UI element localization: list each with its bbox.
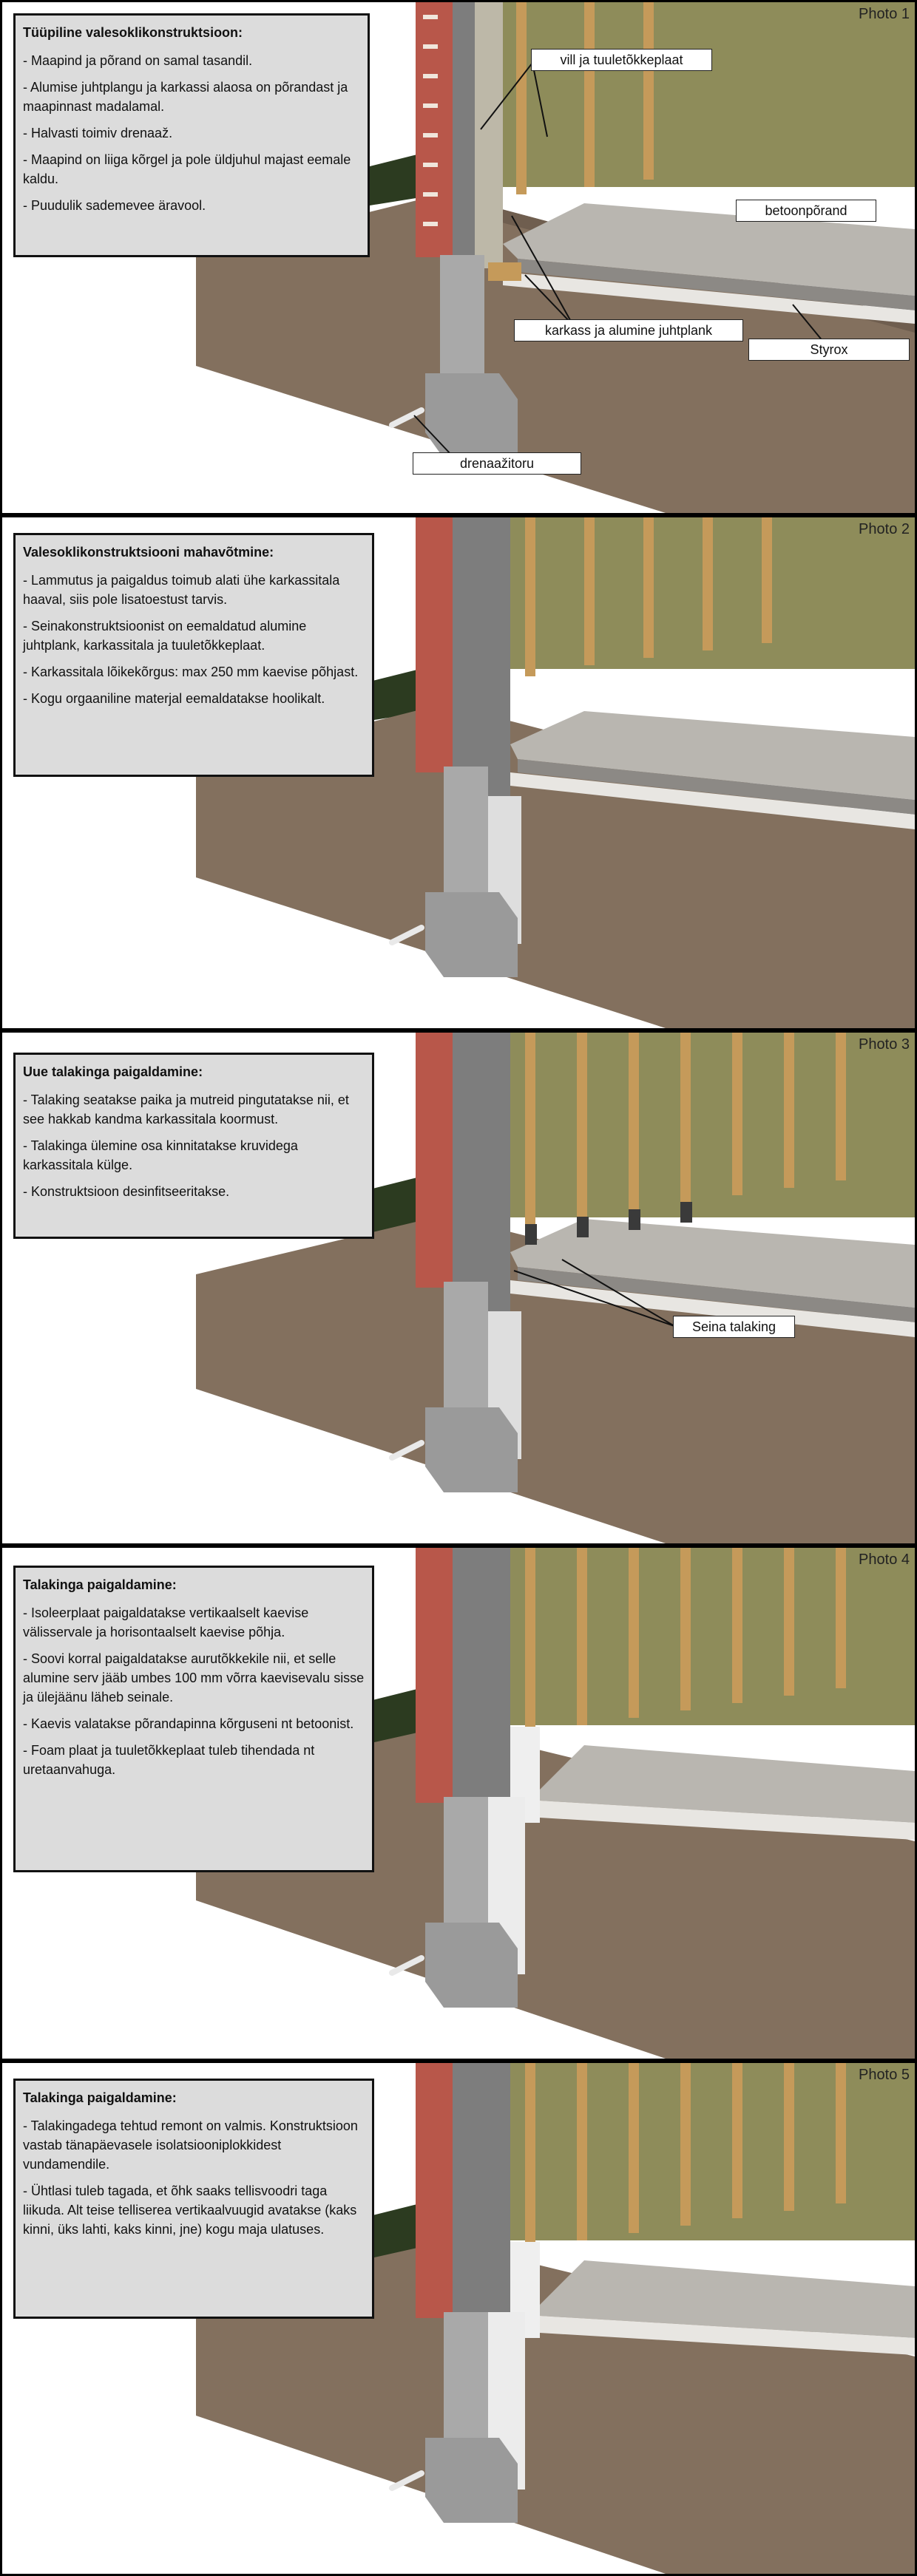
info-item: - Maapind ja põrand on samal tasandil. bbox=[23, 53, 253, 68]
callout-styrox: Styrox bbox=[748, 339, 910, 361]
info-item: - Kaevis valatakse põrandapinna kõrgusen… bbox=[23, 1716, 354, 1731]
info-item: - Isoleerplaat paigaldatakse vertikaalse… bbox=[23, 1605, 309, 1639]
info-box: Valesoklikonstruktsiooni mahavõtmine: - … bbox=[13, 533, 374, 777]
info-item: - Konstruktsioon desinfitseeritakse. bbox=[23, 1184, 230, 1199]
callout-vill: vill ja tuuletõkkeplaat bbox=[531, 49, 712, 71]
callout-betoonporand: betoonpõrand bbox=[736, 200, 876, 222]
info-item: - Lammutus ja paigaldus toimub alati ühe… bbox=[23, 573, 340, 607]
callout-karkass: karkass ja alumine juhtplank bbox=[514, 319, 743, 341]
info-item: - Talakingadega tehtud remont on valmis.… bbox=[23, 2118, 358, 2172]
info-item: - Halvasti toimiv drenaaž. bbox=[23, 126, 173, 140]
info-item: - Foam plaat ja tuuletõkkeplaat tuleb ti… bbox=[23, 1743, 315, 1777]
panel-3: Photo 3 Uue talakinga paigaldamine: - Ta… bbox=[0, 1030, 917, 1546]
scene-illustration bbox=[2, 1033, 915, 1543]
info-item: - Talaking seatakse paika ja mutreid pin… bbox=[23, 1092, 349, 1126]
panel-2: Photo 2 Valesoklikonstruktsiooni mahavõt… bbox=[0, 515, 917, 1030]
info-item: - Alumise juhtplangu ja karkassi alaosa … bbox=[23, 80, 348, 114]
info-item: - Karkassitala lõikekõrgus: max 250 mm k… bbox=[23, 665, 359, 679]
info-title: Tüüpiline valesoklikonstruktsioon: bbox=[23, 25, 243, 40]
info-title: Talakinga paigaldamine: bbox=[23, 1577, 177, 1592]
photo-label: Photo 5 bbox=[859, 2067, 910, 2083]
photo-label: Photo 1 bbox=[859, 6, 910, 22]
callout-drenaazitoru: drenaažitoru bbox=[413, 452, 581, 475]
info-box: Talakinga paigaldamine: - Talakingadega … bbox=[13, 2079, 374, 2319]
info-item: - Talakinga ülemine osa kinnitatakse kru… bbox=[23, 1138, 298, 1172]
info-item: - Seinakonstruktsioonist on eemaldatud a… bbox=[23, 619, 307, 653]
photo-label: Photo 2 bbox=[859, 521, 910, 537]
info-item: - Ühtlasi tuleb tagada, et õhk saaks tel… bbox=[23, 2184, 357, 2237]
info-title: Valesoklikonstruktsiooni mahavõtmine: bbox=[23, 545, 274, 560]
panel-1: Photo 1 Tüüpiline valesoklikonstruktsioo… bbox=[0, 0, 917, 515]
panel-5: Photo 5 Talakinga paigaldamine: - Talaki… bbox=[0, 2061, 917, 2576]
info-box: Tüüpiline valesoklikonstruktsioon: - Maa… bbox=[13, 13, 370, 257]
panel-4: Photo 4 Talakinga paigaldamine: - Isolee… bbox=[0, 1546, 917, 2061]
info-title: Uue talakinga paigaldamine: bbox=[23, 1064, 203, 1079]
info-item: - Maapind on liiga kõrgel ja pole üldjuh… bbox=[23, 152, 351, 186]
scene-illustration bbox=[2, 2, 915, 513]
info-item: - Kogu orgaaniline materjal eemaldatakse… bbox=[23, 691, 325, 706]
photo-label: Photo 4 bbox=[859, 1552, 910, 1568]
info-title: Talakinga paigaldamine: bbox=[23, 2090, 177, 2105]
scene-illustration bbox=[2, 1548, 915, 2059]
info-item: - Soovi korral paigaldatakse aurutõkkeki… bbox=[23, 1651, 365, 1705]
info-box: Uue talakinga paigaldamine: - Talaking s… bbox=[13, 1053, 374, 1239]
info-box: Talakinga paigaldamine: - Isoleerplaat p… bbox=[13, 1566, 374, 1872]
info-item: - Puudulik sademevee äravool. bbox=[23, 198, 206, 213]
photo-label: Photo 3 bbox=[859, 1036, 910, 1053]
callout-seina-talaking: Seina talaking bbox=[673, 1316, 795, 1338]
